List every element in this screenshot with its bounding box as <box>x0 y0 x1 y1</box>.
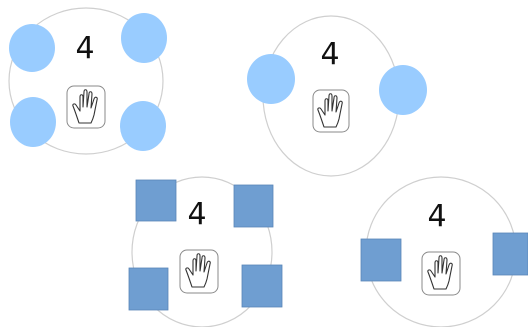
panel-2: 4 <box>247 15 427 177</box>
panel-3-square-top-right <box>233 184 274 228</box>
panel-1-circle-bottom-right <box>120 101 166 151</box>
panel-3-square-bottom-right <box>241 264 283 308</box>
panel-3-square-top-left <box>135 179 177 222</box>
panel-1-circle-bottom-left <box>10 97 56 147</box>
panel-2-number: 4 <box>320 37 339 72</box>
panel-1: 4 <box>8 7 167 155</box>
panel-4: 4 <box>360 176 528 327</box>
panel-1-hand-card <box>66 85 106 129</box>
panel-3-ring <box>131 176 273 327</box>
panel-1-circle-top-right <box>121 13 167 63</box>
panel-1-number: 4 <box>75 31 94 66</box>
panel-3-square-bottom-left <box>128 267 169 311</box>
panel-2-circle-left <box>247 54 295 104</box>
panel-1-ring <box>8 7 164 155</box>
panel-4-square-right <box>492 232 528 276</box>
panel-1-circle-top-left <box>9 24 55 72</box>
panel-3-number: 4 <box>187 197 206 232</box>
panel-4-number: 4 <box>427 199 446 234</box>
panel-2-circle-right <box>379 65 427 115</box>
panel-3: 4 <box>128 176 283 327</box>
panel-4-square-left <box>360 238 402 282</box>
